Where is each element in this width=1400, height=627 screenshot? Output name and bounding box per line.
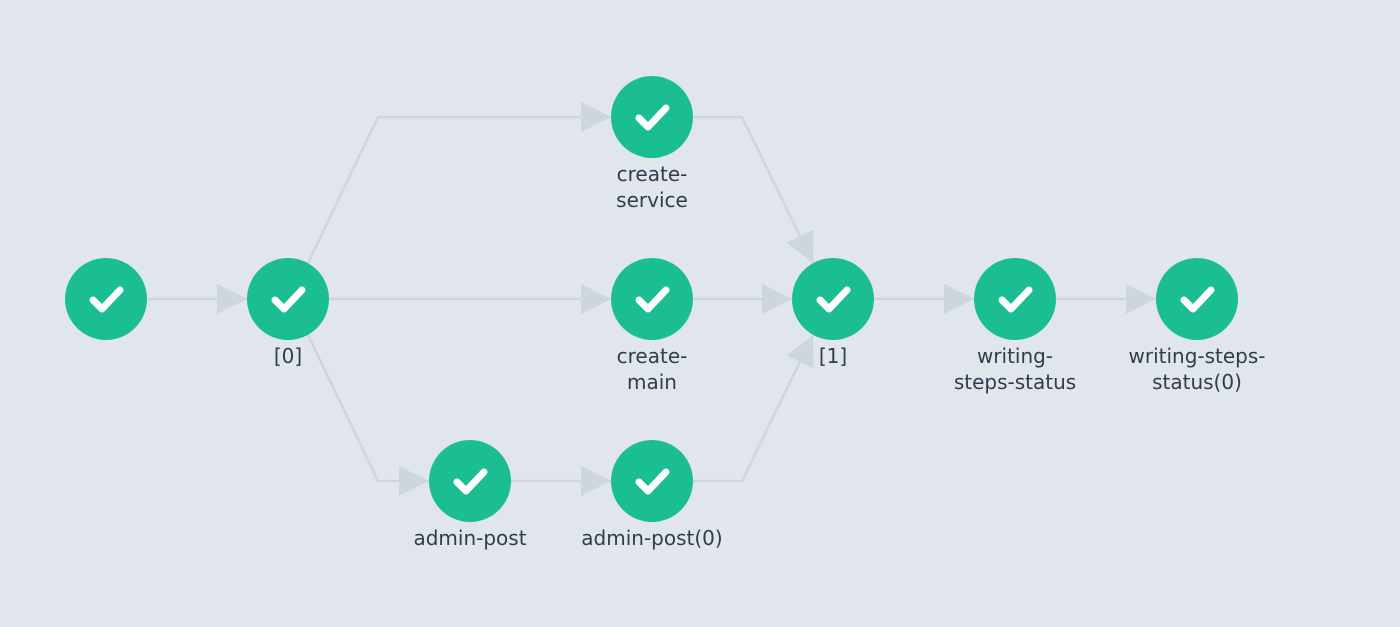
- node-create_service[interactable]: [611, 76, 693, 158]
- check-icon: [89, 286, 124, 313]
- arrowhead-icon: [944, 284, 974, 314]
- node-label-line: admin-post(0): [581, 526, 723, 550]
- node-label-line: [1]: [818, 344, 848, 368]
- node-label-line: writing-: [976, 344, 1054, 368]
- edge-create_main-to-n1: [693, 284, 792, 314]
- node-start[interactable]: [65, 258, 147, 340]
- check-icon: [453, 468, 488, 495]
- edge-n1-to-writing: [874, 284, 974, 314]
- edge-line: [306, 115, 611, 264]
- edge-line: [693, 115, 815, 264]
- edge-create_service-to-n1: [693, 115, 815, 264]
- arrowhead-icon: [581, 284, 611, 314]
- arrowhead-icon: [217, 284, 247, 314]
- node-label-writing: writing-steps-status: [925, 343, 1105, 395]
- node-writing0[interactable]: [1156, 258, 1238, 340]
- node-n1[interactable]: [792, 258, 874, 340]
- node-label-line: service: [616, 188, 688, 212]
- edge-n0-to-create_service: [306, 102, 611, 264]
- edge-line: [693, 334, 815, 483]
- arrowhead-icon: [786, 335, 814, 369]
- edge-n0-to-create_main: [329, 284, 611, 314]
- edge-admin_post-to-admin_post0: [511, 466, 611, 496]
- node-label-create_service: create-service: [562, 161, 742, 213]
- arrowhead-icon: [786, 229, 814, 263]
- arrowhead-icon: [1126, 284, 1156, 314]
- node-label-n0: [0]: [198, 343, 378, 369]
- node-label-line: steps-status: [953, 370, 1077, 394]
- edge-writing-to-writing0: [1056, 284, 1156, 314]
- node-label-line: create-: [616, 162, 688, 186]
- node-label-line: create-: [616, 344, 688, 368]
- node-label-line: writing-steps-: [1128, 344, 1266, 368]
- node-label-line: admin-post: [413, 526, 527, 550]
- node-admin_post0[interactable]: [611, 440, 693, 522]
- node-label-admin_post0: admin-post(0): [562, 525, 742, 551]
- node-admin_post[interactable]: [429, 440, 511, 522]
- check-icon: [635, 468, 670, 495]
- edge-start-to-n0: [147, 284, 247, 314]
- node-label-line: [0]: [273, 344, 303, 368]
- check-icon: [816, 286, 851, 313]
- arrowhead-icon: [581, 466, 611, 496]
- edge-admin_post0-to-n1: [693, 334, 815, 483]
- check-icon: [1180, 286, 1215, 313]
- node-label-line: status(0): [1152, 370, 1242, 394]
- check-icon: [635, 104, 670, 131]
- check-icon: [998, 286, 1033, 313]
- arrowhead-icon: [581, 102, 611, 132]
- node-create_main[interactable]: [611, 258, 693, 340]
- node-label-line: main: [627, 370, 677, 394]
- node-label-admin_post: admin-post: [380, 525, 560, 551]
- node-label-writing0: writing-steps-status(0): [1107, 343, 1287, 395]
- check-icon: [635, 286, 670, 313]
- node-writing[interactable]: [974, 258, 1056, 340]
- arrowhead-icon: [762, 284, 792, 314]
- check-icon: [271, 286, 306, 313]
- arrowhead-icon: [399, 466, 429, 496]
- node-label-create_main: create-main: [562, 343, 742, 395]
- node-label-n1: [1]: [743, 343, 923, 369]
- node-n0[interactable]: [247, 258, 329, 340]
- edge-n0-to-admin_post: [306, 334, 429, 496]
